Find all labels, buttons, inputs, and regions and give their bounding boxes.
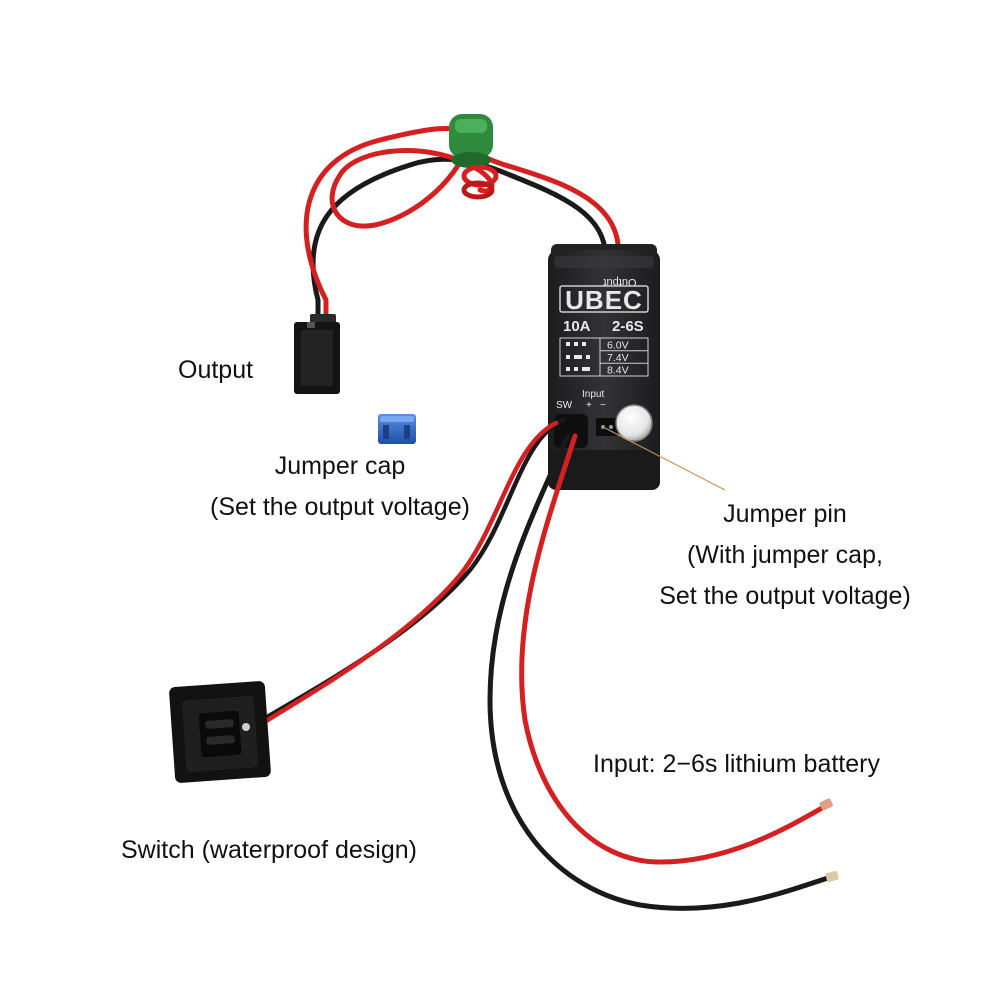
jumper-cap-label-line-1: Jumper cap: [274, 452, 406, 480]
jumper-cap-label-line-2: (Set the output voltage): [210, 493, 470, 521]
module-sw-mark: SW: [556, 400, 573, 411]
input-red-wire: [519, 433, 825, 865]
red-wire-tip: [819, 798, 833, 811]
output-red-loop: [329, 137, 495, 229]
output-black-wire: [310, 156, 608, 325]
output-cable: [294, 114, 622, 394]
switch-cable: [255, 417, 566, 729]
switch-red-wire: [255, 420, 559, 729]
module-output-mark: Output: [603, 276, 636, 288]
servo-connector: [294, 314, 340, 394]
module-current: 10A: [563, 318, 591, 335]
output-label-text: Output: [178, 356, 254, 384]
switch-label-text: Switch (waterproof design): [121, 836, 417, 864]
module-input-mark: Input: [582, 389, 604, 400]
jumper-cap-label: Jumper cap (Set the output voltage): [188, 446, 492, 528]
jumper-pin-leader: [604, 427, 726, 491]
switch-label: Switch (waterproof design): [121, 830, 417, 871]
ferrite-ring: [449, 114, 499, 200]
module-minus-mark: −: [600, 400, 606, 411]
voltage-option-2: 7.4V: [607, 352, 629, 364]
input-cable: [487, 433, 839, 911]
voltage-option-3: 8.4V: [607, 365, 629, 377]
jumper-pin-label: Jumper pin (With jumper cap, Set the out…: [636, 494, 934, 617]
module-cells: 2-6S: [612, 318, 644, 335]
ubec-module: Output UBEC 10A 2-6S 6.0V 7.4V 8.4V I: [548, 244, 660, 490]
input-label: Input: 2−6s lithium battery: [593, 744, 880, 785]
jumper-pin-label-line-3: Set the output voltage): [659, 582, 911, 610]
input-label-text: Input: 2−6s lithium battery: [593, 750, 880, 778]
jumper-pin-label-line-2: (With jumper cap,: [687, 541, 883, 569]
voltage-table: 6.0V 7.4V 8.4V: [559, 337, 649, 377]
black-wire-tip: [825, 871, 839, 882]
voltage-option-1: 6.0V: [607, 340, 629, 352]
module-brand: UBEC: [565, 285, 643, 315]
output-label: Output: [178, 350, 253, 391]
capacitor-top: [615, 404, 653, 442]
module-plus-mark: +: [586, 400, 592, 411]
switch-part: [169, 681, 271, 783]
jumper-cap-part: [378, 414, 416, 444]
jumper-position-dots: [566, 342, 590, 371]
input-black-wire: [487, 433, 831, 911]
jumper-pin-label-line-1: Jumper pin: [723, 500, 847, 528]
